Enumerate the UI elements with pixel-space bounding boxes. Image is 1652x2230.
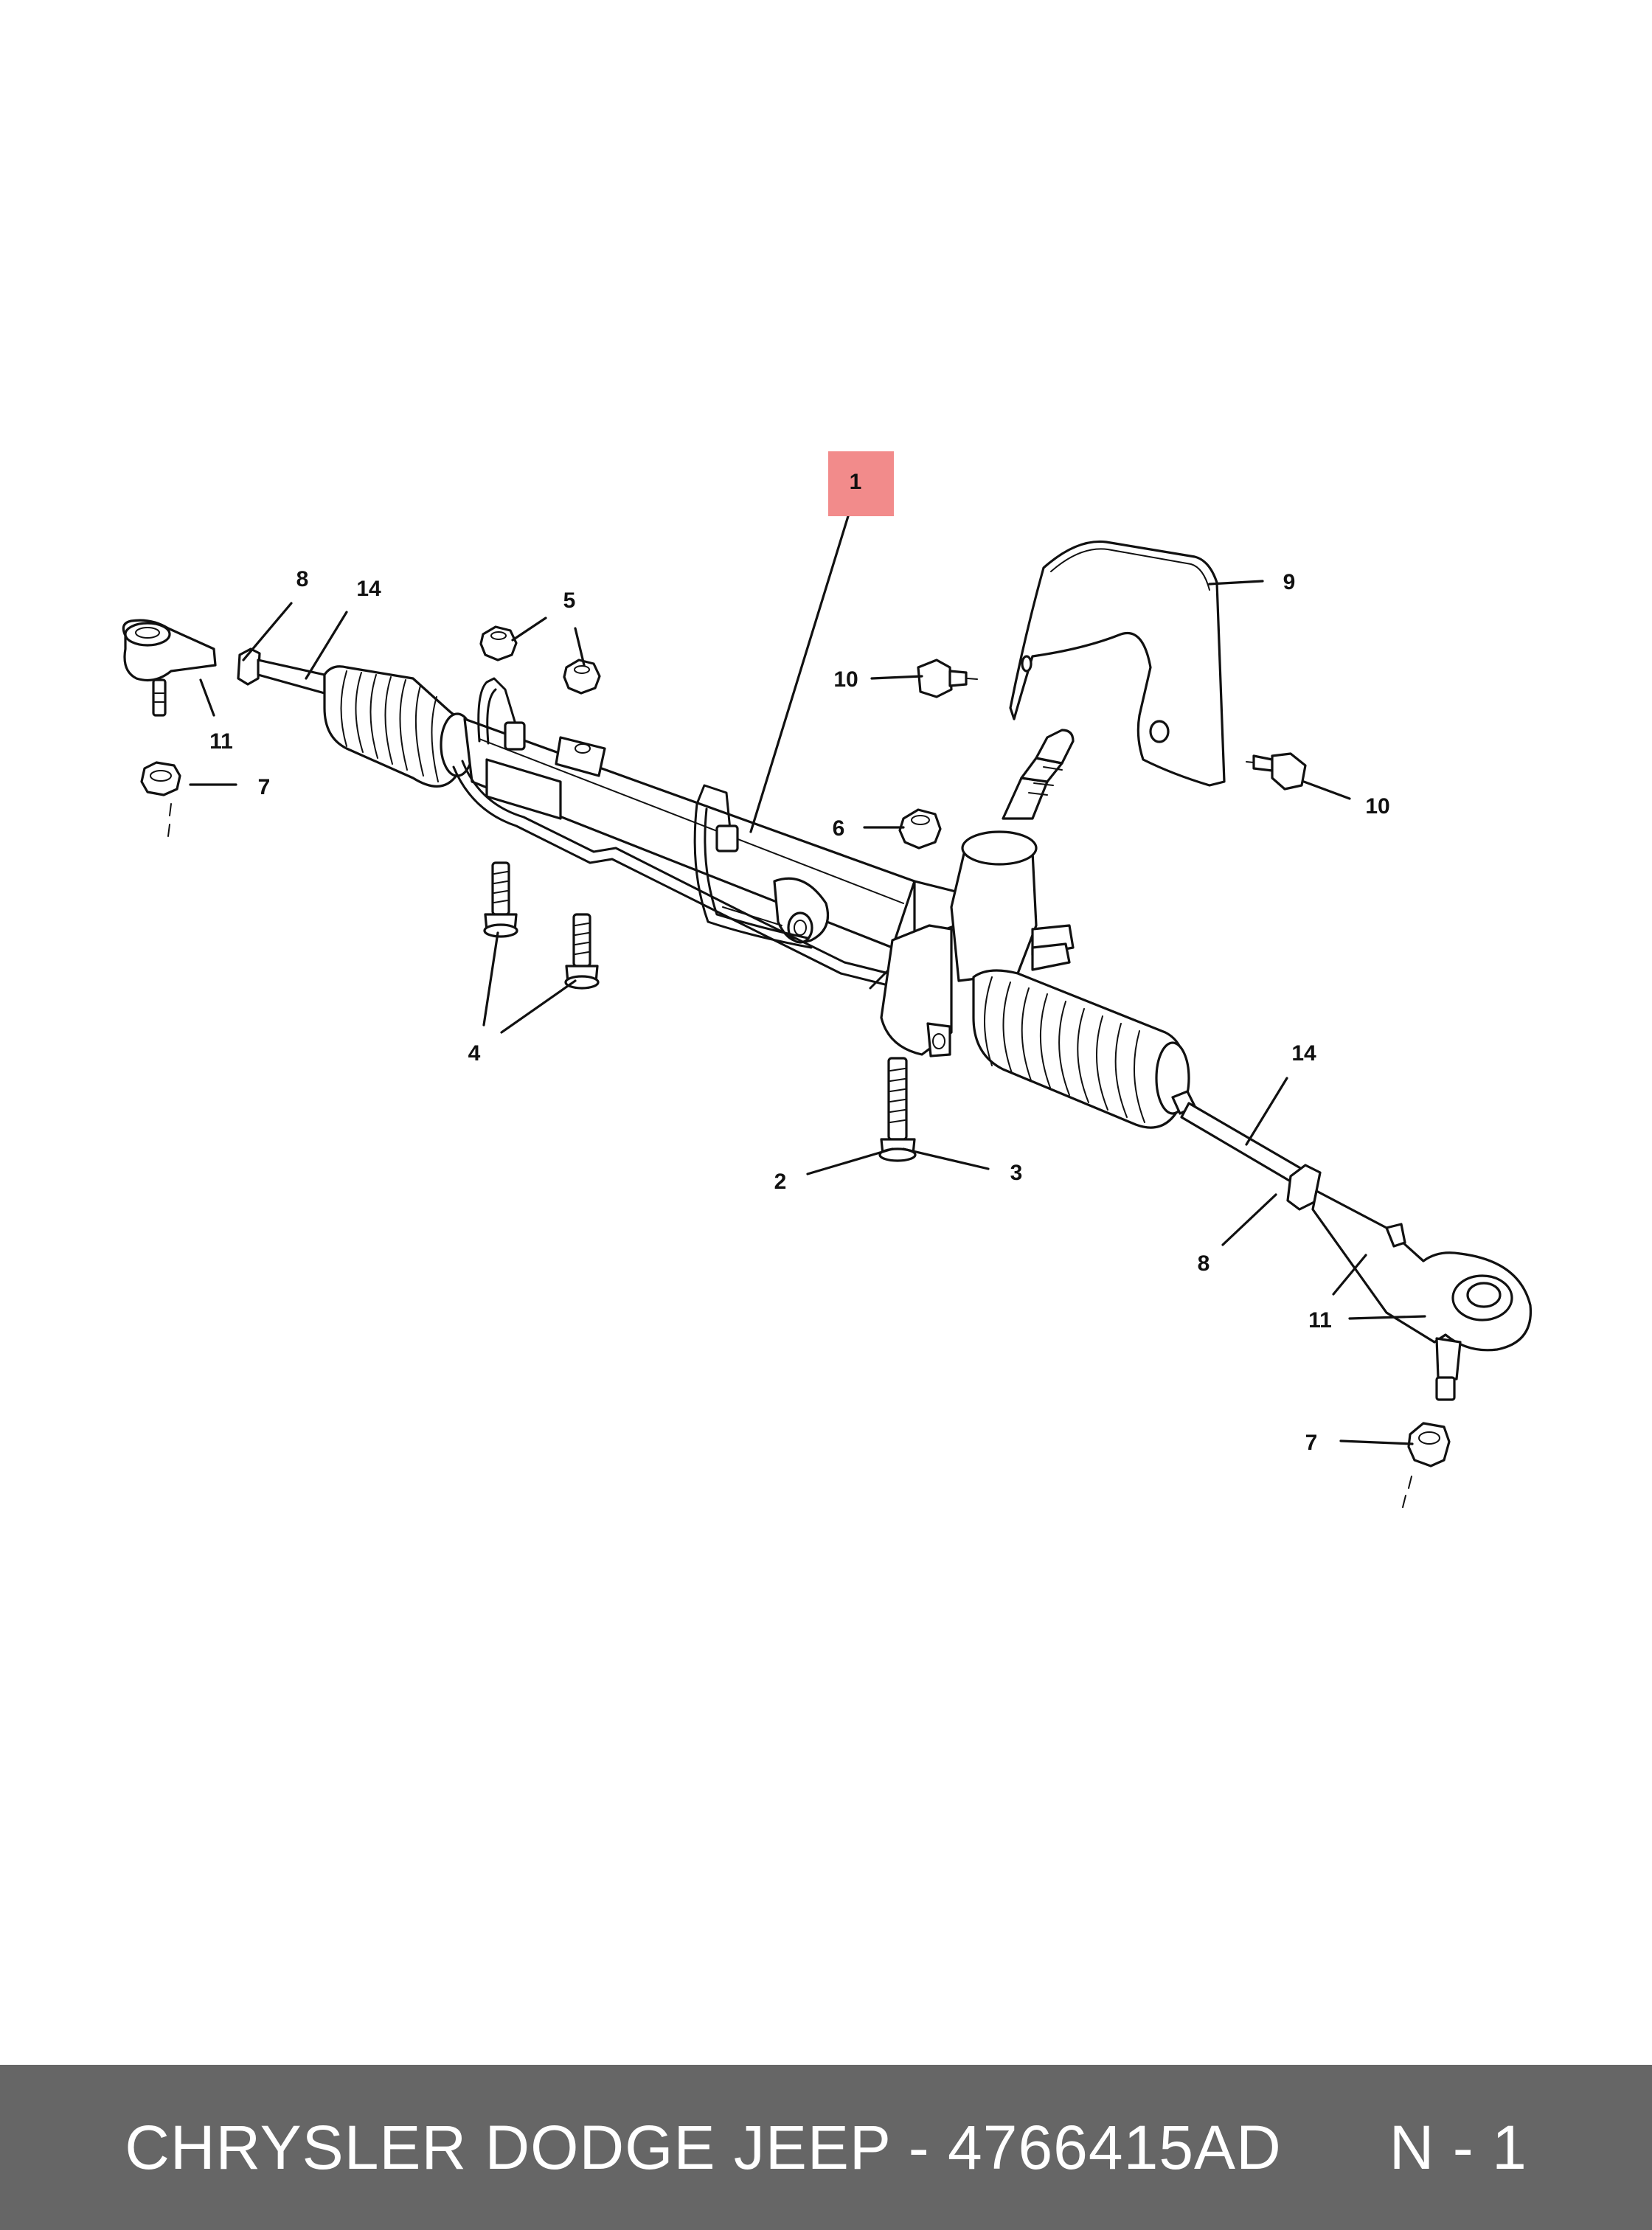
callout-8-left: 8 [296,567,309,591]
callout-8-right: 8 [1198,1251,1210,1276]
footer-part-number: CHRYSLER DODGE JEEP - 4766415AD [125,2112,1282,2182]
right-tie-rod [1171,1090,1303,1185]
left-bellows-boot [323,665,475,788]
mounting-bolt-right [564,913,600,990]
right-castle-nut [1402,1422,1451,1508]
callout-7-left: 7 [258,775,271,799]
footer-page-number: N - 1 [1389,2112,1527,2182]
center-nut [898,808,942,850]
left-castle-nut [140,761,181,837]
left-jam-nut [237,647,261,686]
left-tie-rod-end [122,619,217,717]
bottom-bolt [878,1057,917,1162]
parts-diagram: 1 8 14 11 7 5 6 9 10 10 4 2 3 14 8 11 7 [122,451,1533,1508]
callout-10-right: 10 [1365,794,1389,819]
callout-1-highlight [828,451,894,516]
footer-bar: CHRYSLER DODGE JEEP - 4766415AD N - 1 [0,2065,1652,2230]
callout-10-left: 10 [833,667,858,692]
shield-bolt-left [917,659,978,698]
callout-14-right: 14 [1291,1041,1316,1066]
footer-text: CHRYSLER DODGE JEEP - 4766415AD N - 1 [125,2112,1527,2184]
footer-spacer [1282,2113,1389,2182]
right-bellows-boot [972,969,1190,1129]
leader-lines [189,515,1426,1445]
callout-14-left: 14 [356,577,381,601]
callout-4: 4 [468,1041,481,1066]
right-tie-rod-end [1311,1189,1533,1401]
callout-1: 1 [850,470,862,494]
callout-6: 6 [833,816,845,841]
callout-5: 5 [563,588,576,613]
top-right-nut [563,659,601,695]
callout-11-left: 11 [209,729,233,754]
callout-3: 3 [1010,1161,1023,1185]
top-left-nut [479,625,518,661]
callout-7-right: 7 [1305,1431,1318,1455]
mounting-bolt-left [483,861,518,938]
callout-9: 9 [1283,570,1296,594]
callout-2: 2 [774,1170,787,1194]
heat-shield [1009,540,1226,787]
shield-bolt-right [1246,752,1307,791]
pinion-valve-body [880,830,1075,1057]
hydraulic-lines [452,677,953,990]
input-shaft [1002,729,1075,820]
callout-11-right: 11 [1308,1308,1332,1333]
